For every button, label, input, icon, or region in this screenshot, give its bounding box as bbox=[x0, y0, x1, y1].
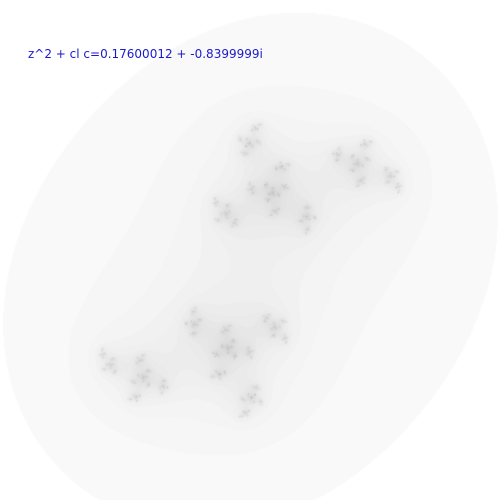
formula-label: z^2 + cl c=0.17600012 + -0.8399999i bbox=[28, 47, 263, 61]
